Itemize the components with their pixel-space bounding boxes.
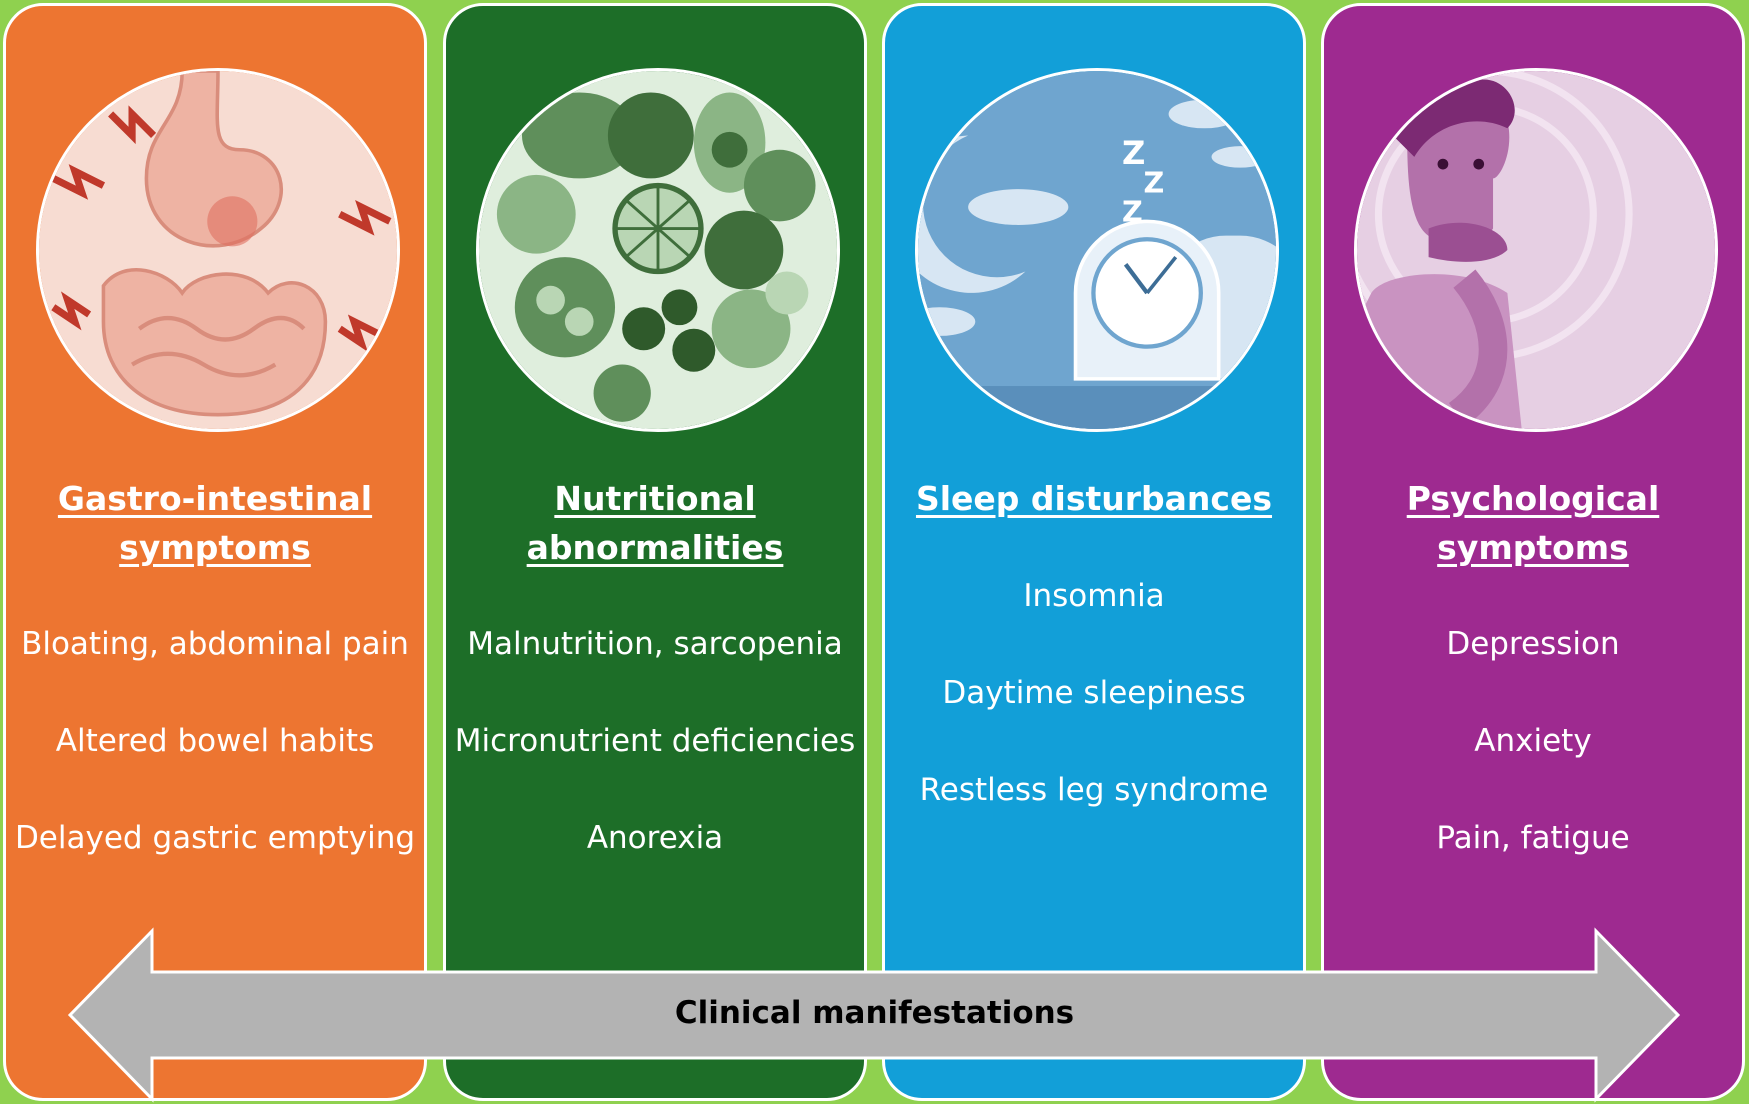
svg-text:Z: Z xyxy=(1122,134,1145,172)
moon-clock-sleep-icon: Z Z Z xyxy=(915,68,1279,432)
sleep-heading: Sleep disturbances xyxy=(915,479,1273,518)
sleep-item: Restless leg syndrome xyxy=(919,772,1269,808)
arrow-label: Clinical manifestations xyxy=(674,995,1075,1031)
psych-item: Pain, fatigue xyxy=(1436,820,1630,856)
gastro-item: Bloating, abdominal pain xyxy=(21,626,409,662)
psych-heading: Psychological symptoms xyxy=(1406,479,1660,567)
gastro-panel: Gastro-intestinal symptoms Bloating, abd… xyxy=(3,3,427,1101)
psych-panel: Psychological symptoms Depression Anxiet… xyxy=(1321,3,1745,1101)
nutrition-item: Malnutrition, sarcopenia xyxy=(467,626,843,662)
nutrition-item: Anorexia xyxy=(586,820,724,856)
sleep-item: Daytime sleepiness xyxy=(942,675,1246,711)
gastro-item: Delayed gastric emptying xyxy=(14,820,416,856)
psych-item: Depression xyxy=(1446,626,1620,662)
sleep-panel: Z Z Z Sleep disturbances Insomnia Daytim… xyxy=(882,3,1306,1101)
worried-person-icon xyxy=(1354,68,1718,432)
nutrition-item: Micronutrient deficiencies xyxy=(454,723,856,759)
sleep-item: Insomnia xyxy=(1023,578,1165,614)
nutrition-panel: Nutritional abnormalities Malnutrition, … xyxy=(443,3,867,1101)
stomach-intestine-icon xyxy=(36,68,400,432)
healthy-food-icon xyxy=(476,68,840,432)
psych-item: Anxiety xyxy=(1474,723,1592,759)
svg-text:Z: Z xyxy=(1144,166,1165,200)
svg-text:Z: Z xyxy=(1122,194,1143,228)
gastro-heading: Gastro-intestinal symptoms xyxy=(57,479,373,567)
nutrition-heading: Nutritional abnormalities xyxy=(526,479,784,567)
gastro-item: Altered bowel habits xyxy=(55,723,375,759)
